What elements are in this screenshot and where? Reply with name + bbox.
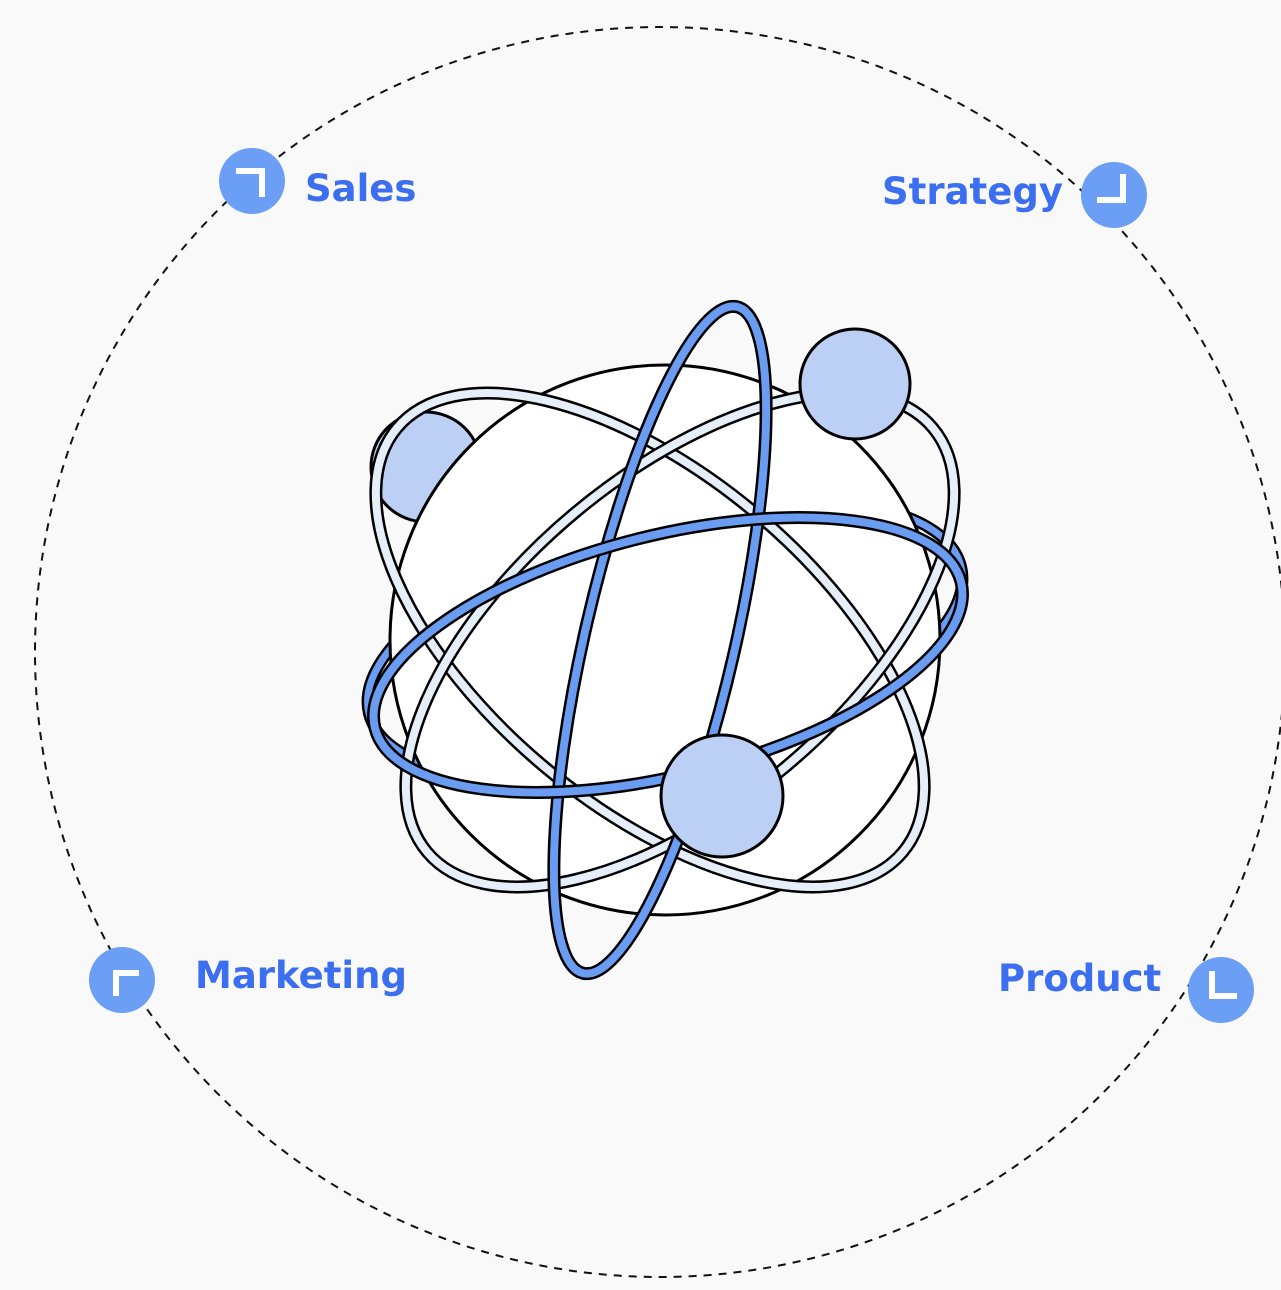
product-label[interactable]: Product — [998, 957, 1162, 1000]
corner-bottom-right-icon — [1097, 174, 1126, 203]
corner-top-left-icon — [113, 970, 139, 996]
strategy-label[interactable]: Strategy — [882, 170, 1063, 213]
satellite-node-bottom — [659, 733, 785, 859]
marketing-badge[interactable] — [89, 947, 155, 1013]
outer-dashed-ring — [34, 26, 1281, 1278]
satellite-node-top-right — [798, 327, 912, 441]
sales-badge[interactable] — [219, 148, 285, 214]
sales-label[interactable]: Sales — [305, 167, 417, 210]
corner-bottom-left-icon — [1209, 971, 1237, 999]
strategy-badge[interactable] — [1081, 162, 1147, 228]
product-badge[interactable] — [1188, 957, 1254, 1023]
marketing-label[interactable]: Marketing — [195, 954, 407, 997]
orbits-blue — [367, 299, 969, 981]
corner-top-right-icon — [236, 168, 265, 197]
